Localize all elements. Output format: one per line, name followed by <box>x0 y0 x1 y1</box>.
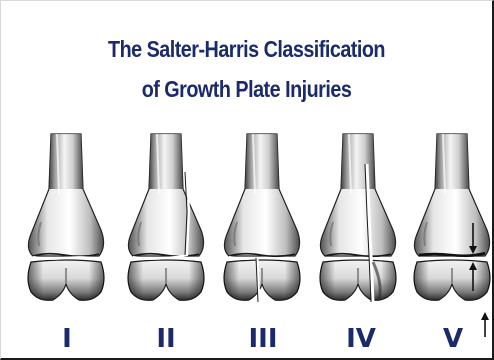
bone-type-2 <box>128 134 204 300</box>
numeral-type-1: I <box>62 324 72 354</box>
numeral-type-2: II <box>156 324 175 354</box>
bone-type-1 <box>28 134 104 300</box>
bone-type-4 <box>320 134 396 302</box>
bone-type-5 <box>414 134 490 300</box>
numeral-type-3: III <box>248 324 277 354</box>
numeral-type-5: V <box>443 324 463 354</box>
bone-type-3 <box>224 134 300 302</box>
numeral-type-4: IV <box>346 324 376 354</box>
